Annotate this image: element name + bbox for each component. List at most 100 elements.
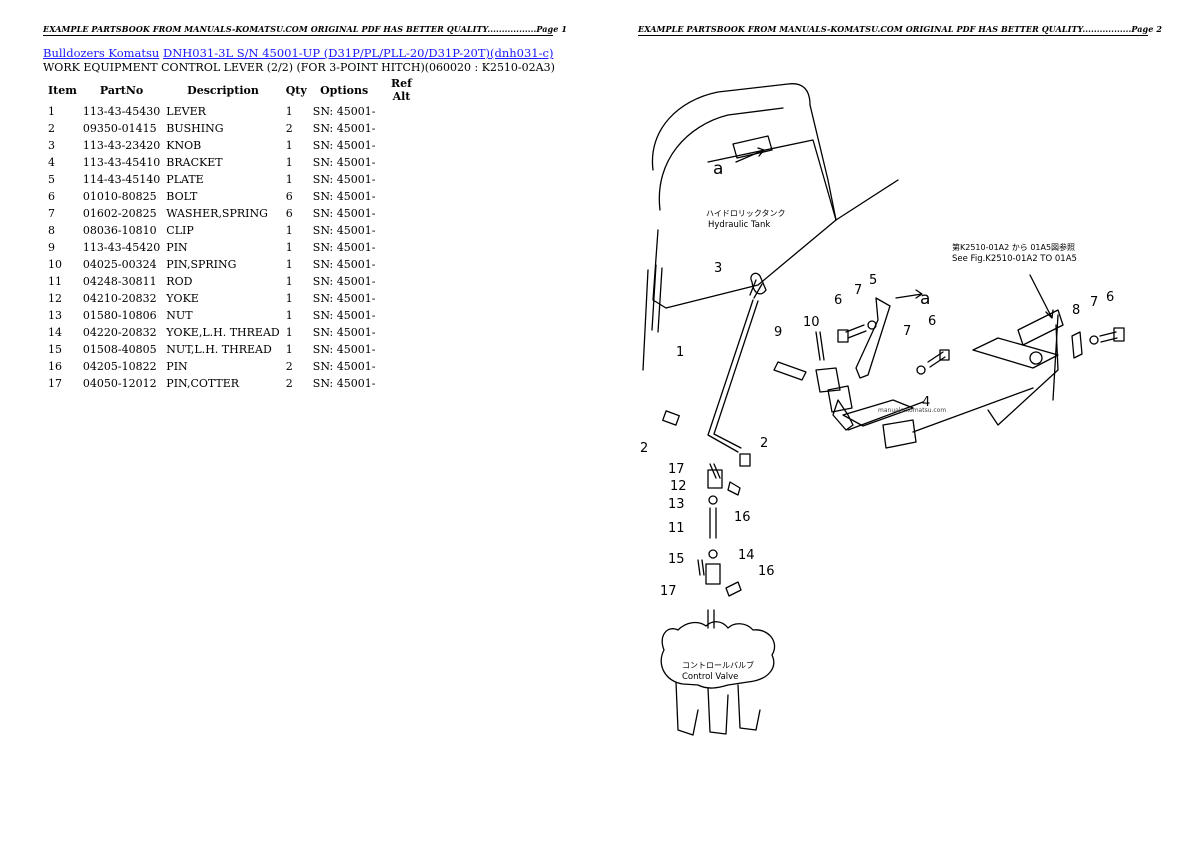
referenced-assembly xyxy=(972,309,1064,426)
cell-partno: 114-43-45140 xyxy=(82,173,161,186)
valve-label-jp: コントロールバルブ xyxy=(682,660,754,670)
cell-partno: 04220-20832 xyxy=(82,326,157,339)
cell-options: SN: 45001- xyxy=(312,326,376,339)
bolt-part-6-mid xyxy=(916,349,950,375)
breadcrumb: Bulldozers Komatsu DNH031-3L S/N 45001-U… xyxy=(43,46,553,60)
control-valve xyxy=(660,609,776,736)
cell-qty: 1 xyxy=(285,292,293,305)
label-part-7-top: 7 xyxy=(854,283,862,298)
label-part-1: 1 xyxy=(676,345,684,360)
cell-description: PIN xyxy=(166,241,188,254)
cell-item: 14 xyxy=(48,326,62,339)
label-part-3: 3 xyxy=(714,261,722,276)
cell-options: SN: 45001- xyxy=(312,224,376,237)
cell-ref-alt xyxy=(378,103,424,120)
cell-partno: 01602-20825 xyxy=(82,207,157,220)
cell-qty: 2 xyxy=(285,360,293,373)
cell-item: 1 xyxy=(48,105,55,118)
lever-part-1 xyxy=(707,272,767,453)
cell-description: NUT xyxy=(166,309,193,322)
col-header-partno: PartNo xyxy=(99,83,144,97)
label-part-9: 9 xyxy=(774,325,782,340)
parts-table: Item PartNo Description Qty Options Ref … xyxy=(45,77,424,392)
cell-item: 10 xyxy=(48,258,62,271)
cell-ref-alt xyxy=(378,154,424,171)
cell-ref-alt xyxy=(378,171,424,188)
cell-ref-alt xyxy=(378,375,424,392)
reference-arrow xyxy=(1029,274,1054,319)
callout-arrow-a-right xyxy=(895,289,923,299)
label-part-6-top: 6 xyxy=(834,293,842,308)
label-part-15: 15 xyxy=(668,552,685,567)
label-part-2-left: 2 xyxy=(640,441,648,456)
bolt-part-6-right xyxy=(1089,327,1125,345)
cell-options: SN: 45001- xyxy=(312,122,376,135)
watermark: manuals-komatsu.com xyxy=(878,407,946,414)
label-part-6-right: 6 xyxy=(1106,290,1114,305)
cell-qty: 6 xyxy=(285,207,293,220)
cell-qty: 1 xyxy=(285,343,293,356)
exploded-parts-diagram: a a ハイドロリックタンク Hydraulic Tank 第K2510-01A… xyxy=(640,83,1125,736)
clip-part-8 xyxy=(1071,331,1083,359)
breadcrumb-link-manufacturer[interactable]: Bulldozers Komatsu xyxy=(43,46,160,60)
label-part-8: 8 xyxy=(1072,303,1080,318)
cell-ref-alt xyxy=(378,222,424,239)
label-part-17-bottom: 17 xyxy=(660,584,677,599)
cell-ref-alt xyxy=(378,205,424,222)
cell-partno: 01508-40805 xyxy=(82,343,157,356)
cell-item: 6 xyxy=(48,190,55,203)
label-part-7-right: 7 xyxy=(1090,295,1098,310)
cell-options: SN: 45001- xyxy=(312,377,376,390)
cell-options: SN: 45001- xyxy=(312,309,376,322)
breadcrumb-link-model[interactable]: DNH031-3L S/N 45001-UP (D31P/PL/PLL-20/D… xyxy=(162,46,554,60)
cell-options: SN: 45001- xyxy=(312,292,376,305)
pin-part-9 xyxy=(773,361,807,381)
cell-partno: 01010-80825 xyxy=(82,190,157,203)
cell-qty: 1 xyxy=(285,241,293,254)
cell-description: PLATE xyxy=(166,173,204,186)
label-part-13: 13 xyxy=(668,497,685,512)
cell-ref-alt xyxy=(378,120,424,137)
col-header-options: Options xyxy=(320,83,369,97)
cell-description: BUSHING xyxy=(166,122,224,135)
cell-description: YOKE,L.H. THREAD xyxy=(166,326,280,339)
cell-description: BRACKET xyxy=(166,156,223,169)
valve-label-en: Control Valve xyxy=(682,672,738,682)
cell-options: SN: 45001- xyxy=(312,207,376,220)
cell-item: 3 xyxy=(48,139,55,152)
cell-partno: 113-43-45430 xyxy=(82,105,161,118)
cell-qty: 1 xyxy=(285,105,293,118)
label-part-17-top: 17 xyxy=(668,462,685,477)
plate-part-5 xyxy=(855,297,891,379)
cell-item: 9 xyxy=(48,241,55,254)
cell-options: SN: 45001- xyxy=(312,343,376,356)
callout-label-a-top: a xyxy=(713,159,723,179)
cab-frame-outline xyxy=(642,83,899,371)
cell-options: SN: 45001- xyxy=(312,360,376,373)
cell-item: 7 xyxy=(48,207,55,220)
label-part-4: 4 xyxy=(922,395,930,410)
cell-item: 5 xyxy=(48,173,55,186)
label-part-7-mid: 7 xyxy=(903,324,911,339)
cell-options: SN: 45001- xyxy=(312,241,376,254)
bushing-part-2-right xyxy=(739,453,751,467)
col-header-item: Item xyxy=(48,83,77,97)
cell-description: WASHER,SPRING xyxy=(166,207,268,220)
cell-options: SN: 45001- xyxy=(312,139,376,152)
cell-qty: 1 xyxy=(285,173,293,186)
cell-ref-alt xyxy=(378,341,424,358)
cell-description: KNOB xyxy=(166,139,202,152)
cell-partno: 113-43-45410 xyxy=(82,156,161,169)
cell-qty: 1 xyxy=(285,275,293,288)
cell-qty: 2 xyxy=(285,122,293,135)
tank-label-jp: ハイドロリックタンク xyxy=(706,209,786,218)
